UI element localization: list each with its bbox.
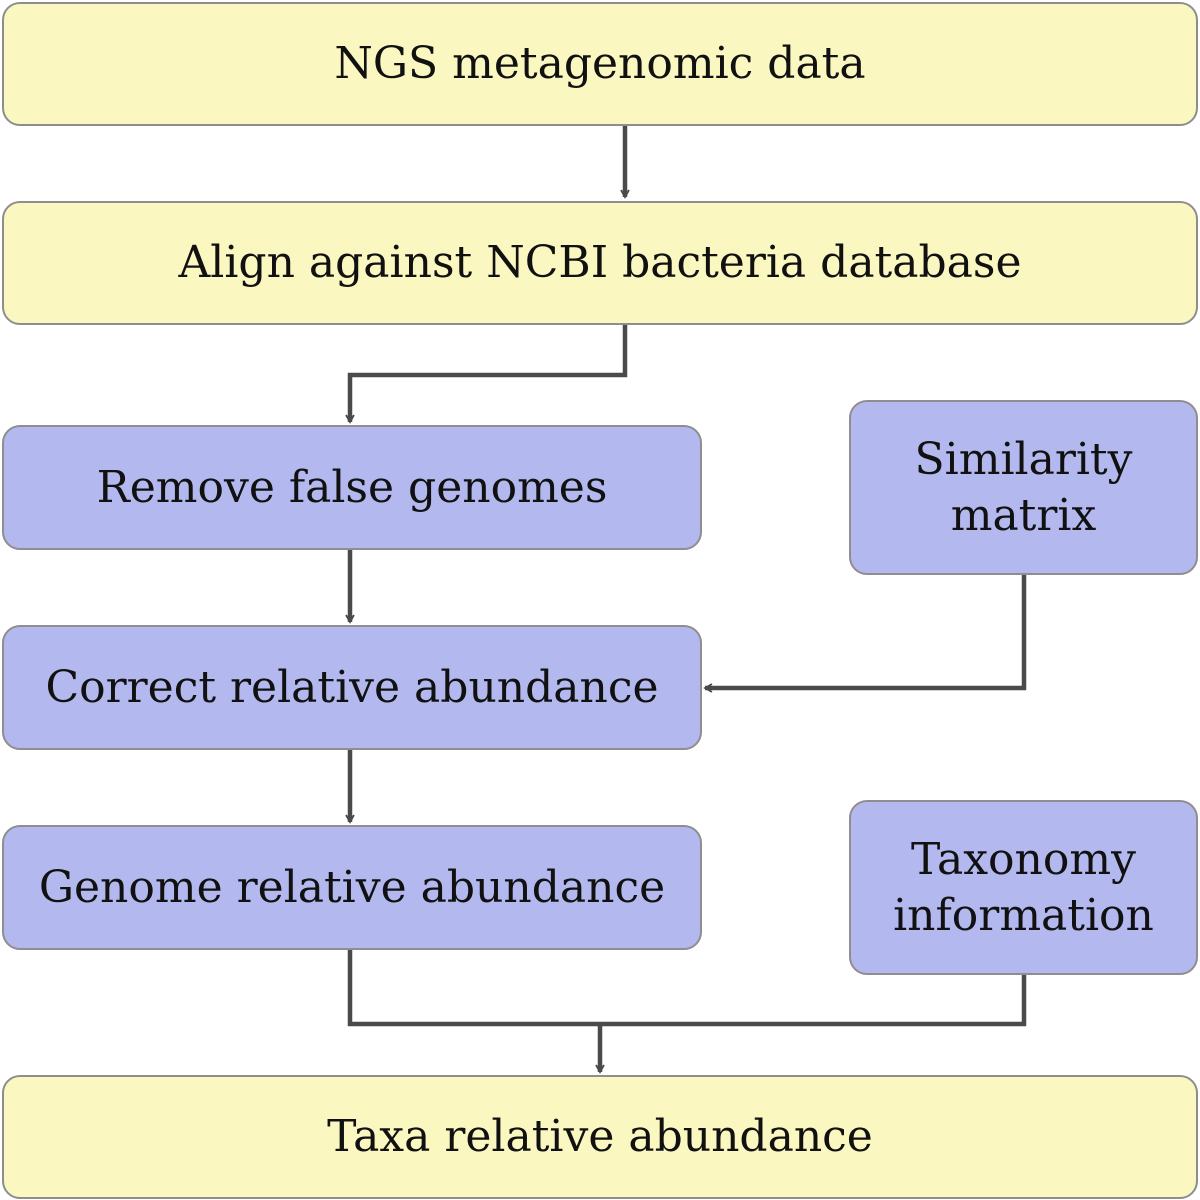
taxa-relative-abundance-node: Taxa relative abundance: [2, 1075, 1198, 1199]
ngs-metagenomic-data-node: NGS metagenomic data: [2, 2, 1198, 126]
correct-relative-abundance-node: Correct relative abundance: [2, 625, 702, 750]
similarity-matrix-node: Similarity matrix: [849, 400, 1198, 575]
line-genome-to-junction: [347, 950, 1027, 1027]
genome-relative-abundance-node: Genome relative abundance: [2, 825, 702, 950]
align-ncbi-node: Align against NCBI bacteria database: [2, 201, 1198, 325]
taxonomy-information-node: Taxonomy information: [849, 800, 1198, 975]
arrow-align-to-remove: [345, 325, 628, 424]
remove-false-genomes-node: Remove false genomes: [2, 425, 702, 550]
arrow-similarity-to-correct: [703, 575, 1027, 693]
